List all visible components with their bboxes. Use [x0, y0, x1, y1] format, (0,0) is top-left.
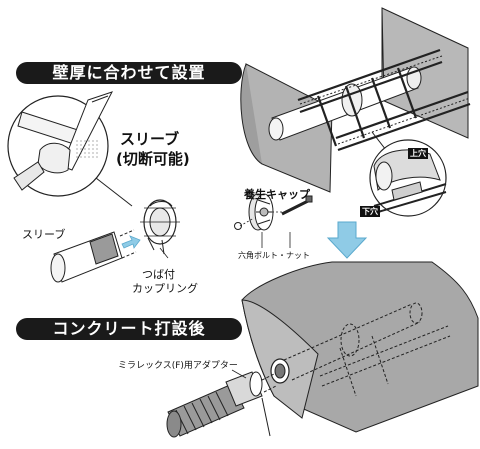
after-pour-section-banner: コンクリート打設後 — [16, 318, 242, 340]
adapter-label: ミラレックス(F)用アダプター — [118, 361, 238, 371]
sleeve-coupling-detail — [50, 199, 180, 283]
concrete-block — [241, 261, 479, 433]
upper-hole-tag: 上穴 — [408, 148, 428, 159]
sleeve-title-line1: スリーブ — [120, 130, 180, 148]
coupling-label-line2: カップリング — [132, 282, 198, 295]
coupling-label-line1: つば付 — [142, 268, 175, 281]
sleeve-label: スリーブ — [22, 228, 66, 241]
bolt-nut-label: 六角ボルト・ナット — [238, 251, 310, 260]
adapter-hose — [166, 369, 277, 438]
cap-assembly — [234, 193, 313, 248]
formwork-scene — [240, 7, 471, 193]
sleeve-title-line2: (切断可能) — [116, 150, 190, 168]
cap-label: 養生キャップ — [244, 188, 310, 201]
sleeve-cutting-circle — [7, 91, 133, 207]
down-arrow-icon — [326, 221, 368, 259]
install-section-banner: 壁厚に合わせて設置 — [16, 62, 242, 84]
lower-hole-tag: 下穴 — [360, 206, 380, 217]
hole-detail-circle — [369, 139, 447, 217]
